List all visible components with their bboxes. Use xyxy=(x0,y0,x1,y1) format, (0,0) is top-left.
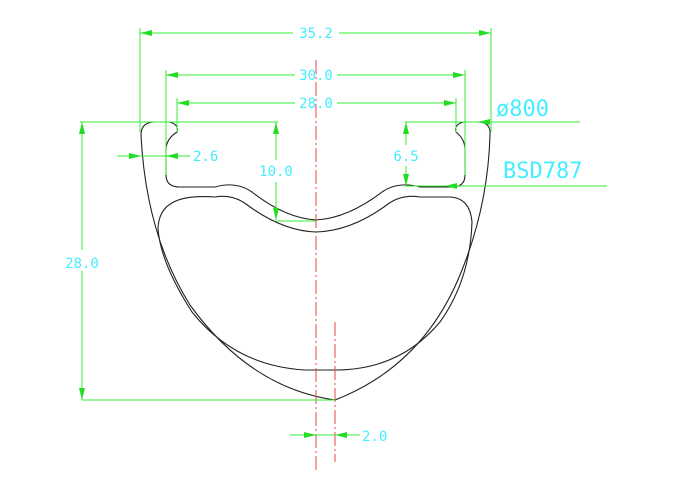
dimension-rim-height: 28.0 xyxy=(65,122,335,401)
dimension-outer-width: 35.2 xyxy=(139,26,492,132)
dimension-well-depth: 10.0 xyxy=(80,121,316,222)
dimension-offset: 2.0 xyxy=(290,429,387,445)
well-depth-label: 10.0 xyxy=(259,164,293,180)
bsd-callout: BSD787 xyxy=(405,159,607,189)
diameter-label: ø800 xyxy=(496,97,549,122)
outer-width-label: 35.2 xyxy=(299,26,333,42)
hook-width-label: 30.0 xyxy=(299,68,333,84)
sidewall-label: 2.6 xyxy=(193,149,218,165)
bsd-label: BSD787 xyxy=(503,159,582,184)
rim-height-label: 28.0 xyxy=(65,256,99,272)
dimension-sidewall: 2.6 xyxy=(117,149,218,165)
inner-width-label: 28.0 xyxy=(299,96,333,112)
dimension-bead-seat: 6.5 xyxy=(393,122,419,186)
dimension-inner-width: 28.0 xyxy=(176,96,457,132)
offset-label: 2.0 xyxy=(362,429,387,445)
bead-seat-label: 6.5 xyxy=(393,149,418,165)
rim-inner-cavity xyxy=(157,195,473,371)
diameter-callout: ø800 xyxy=(405,97,580,125)
